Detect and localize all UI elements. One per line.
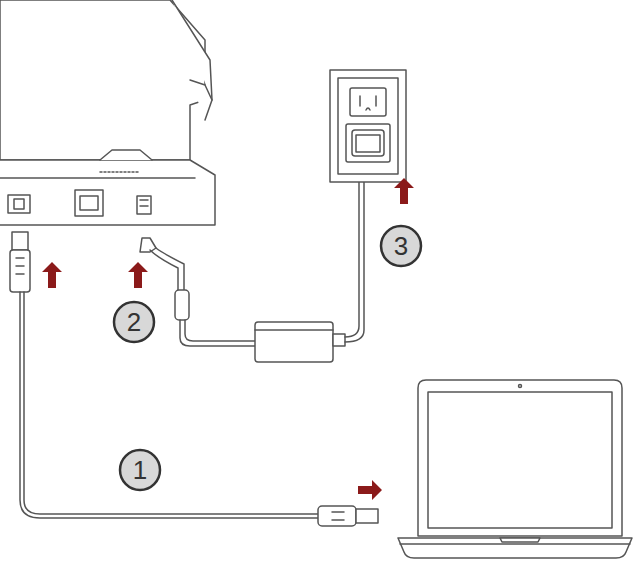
usb-cable: [10, 232, 378, 526]
power-cable: [140, 160, 364, 362]
callout-number: 2: [114, 302, 154, 342]
laptop: [398, 380, 632, 558]
callout-circle: [114, 226, 421, 490]
insert-arrow: [42, 178, 414, 500]
scanner: [0, 0, 215, 225]
callout-number: 1: [120, 450, 160, 490]
callout-number: 3: [381, 226, 421, 266]
wall-outlet: [330, 70, 406, 182]
